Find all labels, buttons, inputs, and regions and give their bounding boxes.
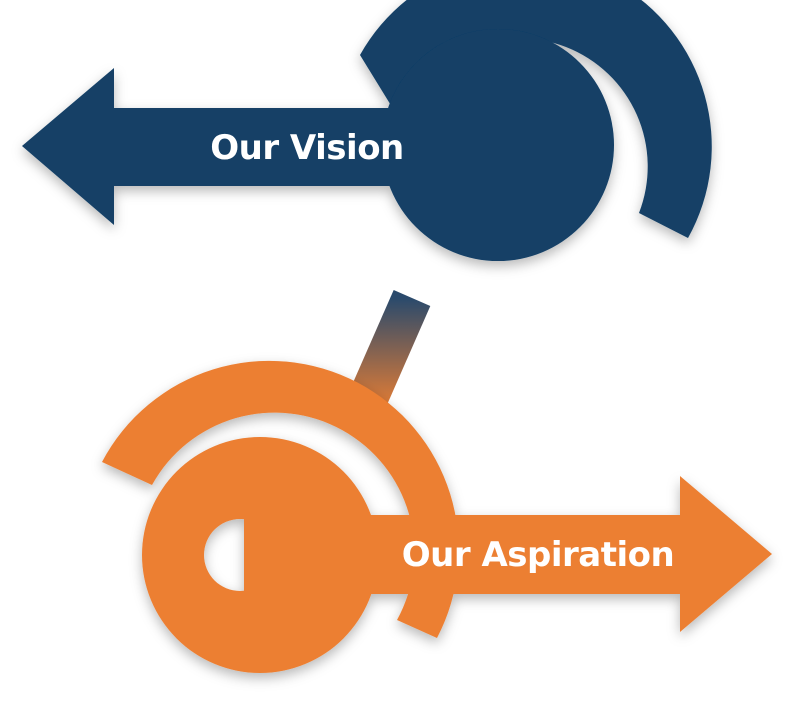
vision-group: Our Vision	[22, 0, 712, 262]
aspiration-label: Our Aspiration	[402, 535, 674, 575]
vision-arrow	[22, 68, 550, 225]
aspiration-inner-ring	[142, 437, 378, 673]
aspiration-arrow	[244, 476, 772, 632]
aspiration-outer-ring	[102, 360, 459, 638]
vision-label: Our Vision	[210, 128, 404, 168]
aspiration-group: Our Aspiration	[102, 360, 772, 673]
vision-inner-ring	[381, 28, 615, 262]
